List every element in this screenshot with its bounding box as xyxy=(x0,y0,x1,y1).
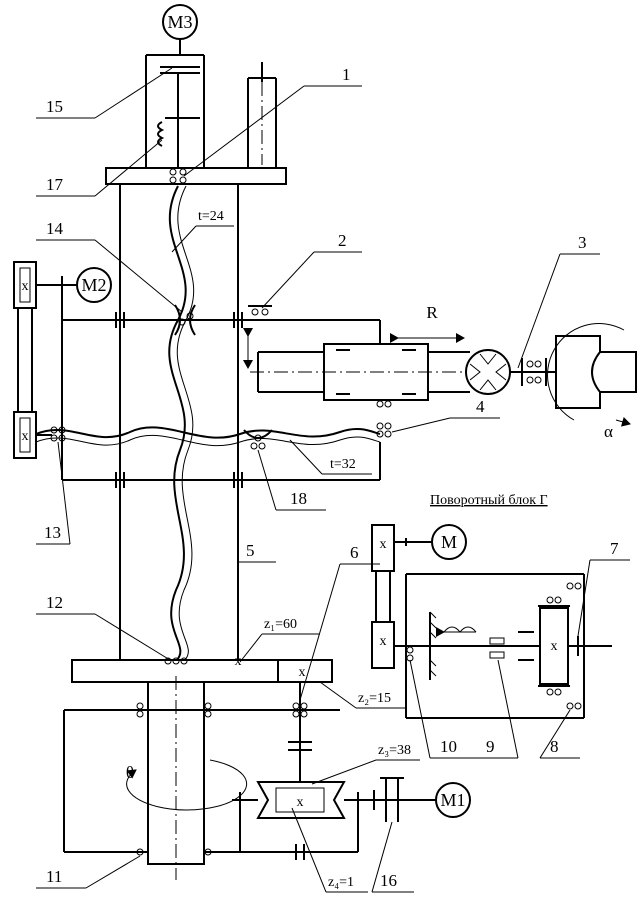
label-t24: t=24 xyxy=(198,209,224,224)
motor-m1: M1 xyxy=(435,782,471,818)
callout-6: 6 xyxy=(350,543,359,562)
svg-text:x: x xyxy=(22,429,29,444)
svg-text:x: x xyxy=(380,634,387,649)
gear-labels: z₁=60 z₂=15 z₃=38 z₄=1 t=24 t=32 xyxy=(198,209,411,890)
callout-8: 8 xyxy=(550,737,559,756)
motor-m1-label: M1 xyxy=(440,790,465,810)
svg-text:x: x xyxy=(299,665,306,680)
callout-18: 18 xyxy=(290,489,307,508)
worm-gear xyxy=(256,781,346,819)
wrist-joint xyxy=(465,349,511,395)
clutch-17 xyxy=(157,117,200,147)
label-z1: z₁=60 xyxy=(264,617,297,632)
callout-10: 10 xyxy=(440,737,457,756)
callout-11: 11 xyxy=(46,867,62,886)
rotation-alpha-arc xyxy=(547,323,625,421)
svg-text:x: x xyxy=(22,279,29,294)
motor-m3-label: M3 xyxy=(167,12,192,32)
callout-16: 16 xyxy=(380,871,397,890)
label-z2: z₂=15 xyxy=(358,691,391,706)
callout-5: 5 xyxy=(246,541,255,560)
callout-14: 14 xyxy=(46,219,64,238)
callout-7: 7 xyxy=(610,539,619,558)
svg-text:x: x xyxy=(297,795,304,810)
callout-4: 4 xyxy=(476,397,485,416)
leaders xyxy=(36,67,630,893)
top-plate xyxy=(105,167,287,185)
motor-m-label: M xyxy=(441,532,457,552)
callout-17: 17 xyxy=(46,175,64,194)
motor-m: M xyxy=(431,524,467,560)
symbol-alpha: α xyxy=(604,422,613,441)
motor-m2-label: M2 xyxy=(81,275,106,295)
callout-13: 13 xyxy=(44,523,61,542)
vertical-screw-column xyxy=(247,62,277,168)
callout-labels: 1 2 3 4 5 6 7 8 9 10 11 12 13 14 15 16 1… xyxy=(44,65,619,890)
callout-2: 2 xyxy=(338,231,347,250)
callout-12: 12 xyxy=(46,593,63,612)
brake-15 xyxy=(145,54,205,168)
label-z3: z₃=38 xyxy=(378,743,411,758)
symbol-theta: θ xyxy=(126,763,134,782)
motor-m2: M2 xyxy=(76,267,112,303)
svg-text:x: x xyxy=(551,639,558,654)
label-z4: z₄=1 xyxy=(328,875,354,890)
chain-t24 xyxy=(168,185,187,661)
coupling-16 xyxy=(373,777,404,822)
gripper xyxy=(555,335,637,409)
callout-9: 9 xyxy=(486,737,495,756)
callout-3: 3 xyxy=(578,233,587,252)
motor-m3: M3 xyxy=(162,4,198,40)
rotary-block: x x x xyxy=(371,524,612,719)
svg-text:x: x xyxy=(235,654,242,669)
callout-15: 15 xyxy=(46,97,63,116)
belt-drive-left: x x xyxy=(13,261,56,459)
rotation-theta-arc xyxy=(126,759,248,811)
svg-text:x: x xyxy=(380,537,387,552)
rotary-block-title: Поворотный блок Г xyxy=(430,493,548,508)
chain-t32 xyxy=(35,426,381,439)
symbol-r: R xyxy=(426,303,438,322)
label-t32: t=32 xyxy=(330,457,356,472)
callout-1: 1 xyxy=(342,65,351,84)
